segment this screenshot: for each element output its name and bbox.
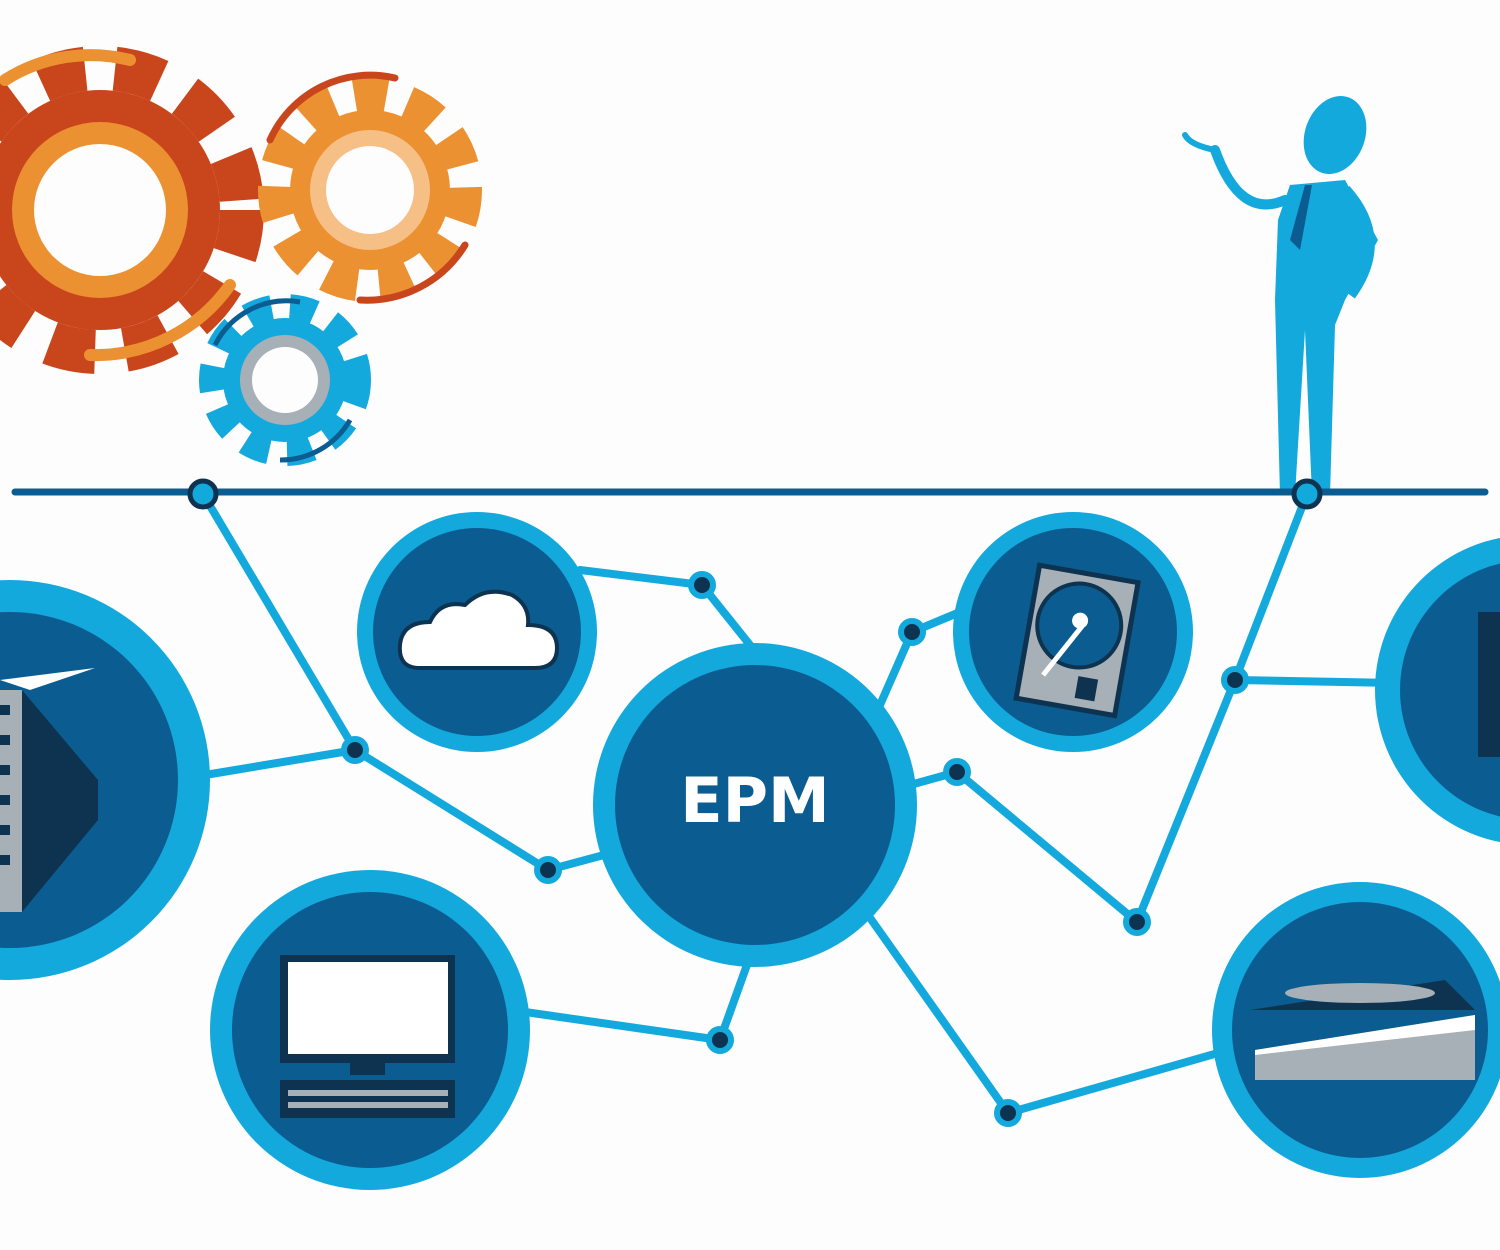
desktop-computer-icon: [280, 955, 455, 1118]
chip-icon: [1478, 612, 1500, 757]
blue-gear-icon: [199, 294, 371, 466]
businessman-figure: [1182, 96, 1378, 495]
hard-drive-icon: [1013, 562, 1141, 719]
disc-drive-icon: [1250, 980, 1475, 1080]
epm-hub: EPM: [593, 643, 917, 967]
computer-node: [210, 870, 530, 1190]
cloud-icon: [397, 589, 560, 670]
hard-drive-node: [953, 512, 1193, 752]
epm-label: EPM: [680, 764, 830, 837]
server-icon: [0, 668, 98, 912]
server-node: [0, 580, 210, 980]
cloud-node: [357, 512, 597, 752]
chip-node: [1375, 537, 1500, 843]
orange-gear-icon: [258, 71, 482, 304]
disc-drive-node: [1212, 882, 1500, 1178]
junction-dots: [187, 478, 1323, 1127]
red-gear-icon: [0, 46, 264, 374]
